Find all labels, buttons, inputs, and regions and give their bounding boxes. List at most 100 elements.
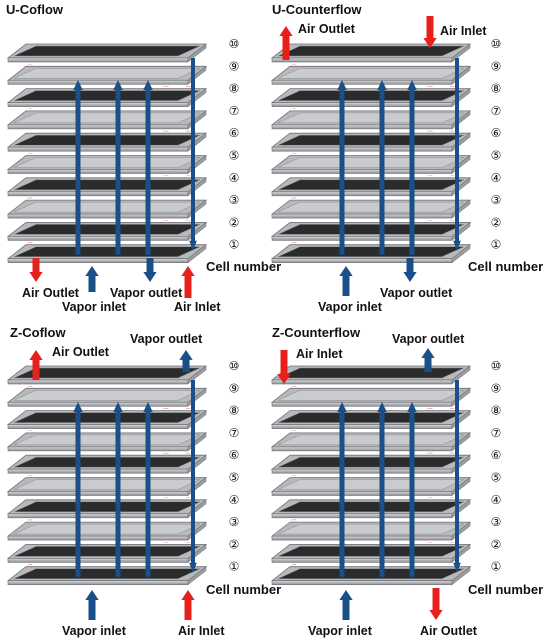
cell-number: ⑧ [229, 82, 240, 96]
membrane [13, 456, 201, 468]
membrane [13, 224, 201, 235]
air-inlet-label: Air Inlet [174, 300, 221, 314]
plate-edge [7, 468, 189, 474]
vapor-inlet-arrow [339, 266, 353, 296]
cell-number: ④ [229, 171, 240, 185]
air-inlet-label: Air Inlet [296, 347, 343, 361]
vapor-flow-arrow [113, 402, 123, 577]
plate-edge [271, 513, 453, 519]
cell-number-label: Cell number [468, 259, 543, 274]
vapor-inlet-arrow [85, 266, 99, 292]
cell-number: ③ [491, 193, 502, 207]
membrane [13, 367, 201, 379]
vapor-flow-arrow [377, 80, 387, 255]
plate-frame [13, 201, 201, 213]
cell-number: ② [491, 537, 502, 551]
plate-edge [271, 580, 453, 586]
cell-number: ④ [491, 493, 502, 507]
cell-number: ③ [229, 193, 240, 207]
membrane [277, 45, 465, 57]
vapor-flow-arrow [377, 402, 387, 577]
vapor-flow-arrow [73, 402, 83, 577]
membrane [277, 134, 465, 146]
membrane [13, 246, 201, 257]
plate-frame [13, 390, 201, 401]
cell-number: ⑩ [491, 37, 502, 51]
plate-side [187, 244, 207, 264]
cell-number: ⑨ [229, 59, 240, 73]
plate-edge [271, 213, 453, 219]
air-inlet-label: Air Inlet [440, 24, 487, 38]
membrane [277, 456, 465, 468]
cell-number: ⑨ [229, 381, 240, 395]
vapor-flow-arrow [189, 380, 197, 573]
cell-number: ⑦ [229, 104, 240, 118]
air-inlet-arrow [423, 16, 437, 48]
panel-title: U-Counterflow [272, 2, 362, 17]
cell-number: ① [491, 560, 502, 574]
vapor-outlet-arrow [403, 258, 417, 282]
cell-number: ⑩ [229, 37, 240, 51]
air-outlet-label: Air Outlet [22, 286, 80, 300]
plate-edge [271, 468, 453, 474]
plate-frame [277, 434, 465, 446]
cell-number: ⑤ [229, 149, 240, 163]
plate-edge [7, 146, 189, 152]
membrane [277, 568, 465, 579]
vapor-flow-arrow [337, 80, 347, 255]
vapor-outlet-label: Vapor outlet [130, 332, 203, 346]
plate-edge [7, 558, 189, 563]
plate-frame [13, 523, 201, 535]
vapor-flow-arrow [113, 80, 123, 255]
air-inlet-label: Air Inlet [178, 624, 225, 638]
membrane [13, 546, 201, 557]
vapor-flow-arrow [453, 380, 461, 573]
plate-edge [7, 446, 189, 452]
plate-edge [271, 258, 453, 264]
cell-number: ② [229, 215, 240, 229]
plate-edge [7, 213, 189, 219]
cell-number: ① [229, 560, 240, 574]
cell-number: ④ [491, 171, 502, 185]
cell-number: ① [491, 238, 502, 252]
plate-frame [277, 201, 465, 213]
vapor-flow-arrow [143, 402, 153, 577]
panel-title: U-Coflow [6, 2, 64, 17]
cell-number: ⑧ [491, 82, 502, 96]
port-arrows [29, 16, 443, 620]
membrane [277, 412, 465, 423]
cell-number: ⑤ [229, 471, 240, 485]
air-outlet-label: Air Outlet [420, 624, 478, 638]
panel-title: Z-Coflow [10, 325, 66, 340]
plate-edge [7, 535, 189, 541]
plate-side [451, 566, 471, 586]
vapor-flow-arrow [143, 80, 153, 255]
cell-number-label: Cell number [468, 582, 543, 597]
plate-edge [271, 236, 453, 241]
membrane [277, 179, 465, 191]
plate-edge [271, 124, 453, 130]
plate-frame [277, 390, 465, 401]
plate-edge [271, 379, 453, 385]
cell-number: ⑩ [229, 359, 240, 373]
membrane [277, 246, 465, 257]
cell-number: ③ [491, 515, 502, 529]
plate-edge [7, 513, 189, 519]
membrane [13, 412, 201, 423]
plate-frame [277, 479, 465, 490]
plate-edge [271, 102, 453, 107]
air-outlet-arrow [429, 588, 443, 620]
cell-number: ⑧ [491, 404, 502, 418]
plate-frame [277, 112, 465, 124]
cell-number: ① [229, 238, 240, 252]
plate-frame [277, 157, 465, 168]
vapor-inlet-label: Vapor inlet [308, 624, 373, 638]
cell-number: ⑩ [491, 359, 502, 373]
plate-edge [7, 580, 189, 586]
vapor-outlet-label: Vapor outlet [110, 286, 183, 300]
vapor-inlet-label: Vapor inlet [318, 300, 383, 314]
